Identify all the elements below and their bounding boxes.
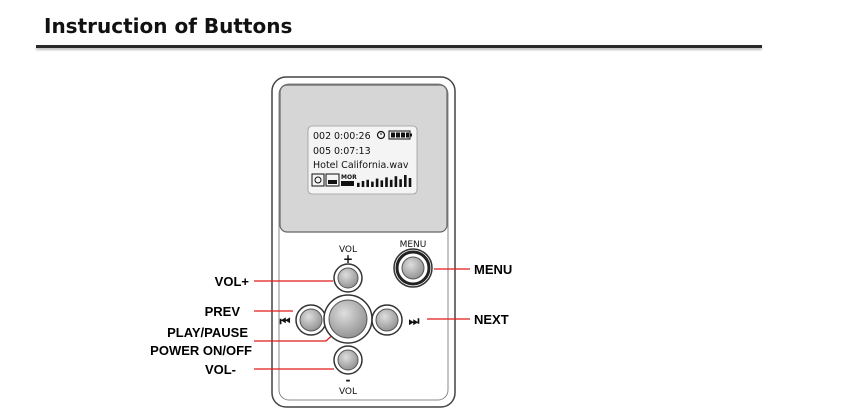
eq-bar bbox=[366, 179, 369, 187]
prev-icon: ⏮ bbox=[280, 314, 291, 328]
eq-bar bbox=[385, 177, 388, 187]
lcd-elapsed-time: 0:00:26 bbox=[334, 131, 371, 142]
prev-button[interactable] bbox=[295, 304, 327, 336]
callout-power: POWER ON/OFF bbox=[150, 343, 252, 358]
lcd-display bbox=[307, 125, 418, 195]
menu-caption: MENU bbox=[400, 240, 427, 250]
eq-bar bbox=[404, 175, 407, 187]
next-icon: ⏭ bbox=[409, 314, 420, 328]
page-title: Instruction of Buttons bbox=[44, 14, 293, 38]
repeat-icon bbox=[311, 173, 325, 187]
lcd-song-title: Hotel California.wav bbox=[313, 160, 409, 171]
battery-icon bbox=[388, 130, 412, 140]
callout-menu: MENU bbox=[474, 262, 512, 277]
device-body-inner bbox=[278, 83, 449, 401]
play-pause-button[interactable] bbox=[323, 294, 373, 344]
callout-next: NEXT bbox=[474, 312, 509, 327]
callout-play-pause: PLAY/PAUSE bbox=[167, 325, 248, 340]
lcd-mode-badge: MOR bbox=[341, 174, 357, 181]
eq-bar bbox=[394, 176, 398, 187]
eq-bar bbox=[408, 178, 412, 187]
eq-bar bbox=[389, 179, 393, 187]
vol-down-symbol: - bbox=[346, 373, 351, 387]
eq-bar bbox=[371, 181, 374, 187]
eq-bar bbox=[375, 178, 379, 187]
vol-up-symbol: + bbox=[343, 252, 353, 266]
eq-bar bbox=[361, 181, 365, 187]
callout-prev: PREV bbox=[205, 304, 241, 319]
title-divider bbox=[36, 45, 762, 48]
equalizer-bars bbox=[357, 175, 412, 187]
alarm-icon bbox=[376, 130, 386, 140]
vol-down-caption: VOL bbox=[339, 387, 357, 397]
eq-bar bbox=[357, 182, 360, 187]
vol-up-button[interactable] bbox=[333, 263, 363, 293]
callout-vol-down: VOL- bbox=[205, 362, 236, 377]
lcd-mode-bar bbox=[341, 181, 354, 186]
eq-bar bbox=[380, 180, 384, 187]
menu-button[interactable] bbox=[393, 248, 433, 288]
lcd-total-time: 0:07:13 bbox=[334, 146, 371, 157]
next-button[interactable] bbox=[371, 304, 403, 336]
callout-vol-up: VOL+ bbox=[215, 274, 250, 289]
eq-bar bbox=[399, 179, 402, 187]
vol-up-caption: VOL bbox=[339, 245, 357, 255]
format-icon bbox=[325, 173, 340, 187]
lcd-track-number: 002 bbox=[313, 131, 331, 142]
vol-down-button[interactable] bbox=[333, 345, 363, 375]
lcd-total-tracks: 005 bbox=[313, 146, 331, 157]
